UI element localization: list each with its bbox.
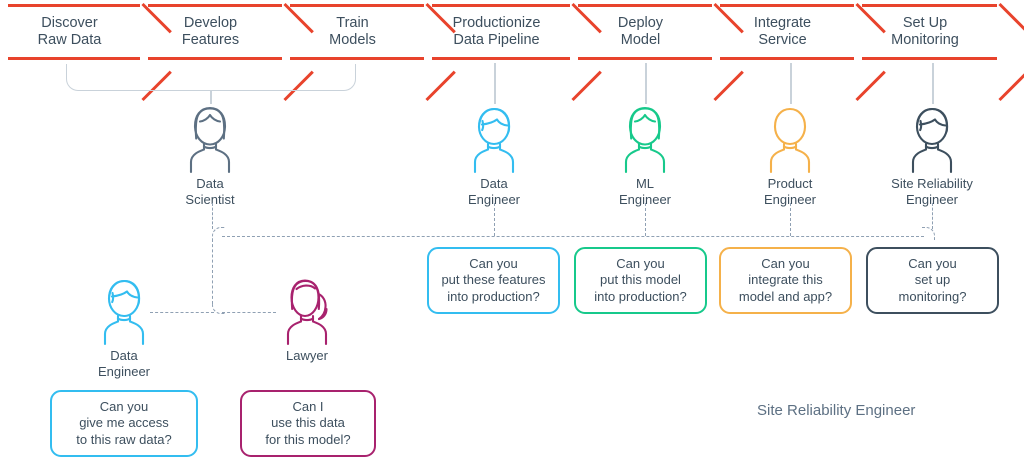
persona-icon-product-engineer xyxy=(742,104,838,174)
pipeline-step-train-models[interactable]: Train Models xyxy=(290,2,456,102)
chevron-top-edge xyxy=(290,4,424,7)
dash-rail-lower-left xyxy=(150,312,214,313)
persona-icon-lawyer xyxy=(259,276,355,346)
persona-icon-data-scientist xyxy=(162,104,258,174)
stem-ml-engineer xyxy=(645,63,647,104)
persona-data-engineer-bottom: Data Engineer xyxy=(76,276,172,379)
chevron-bottom-edge xyxy=(862,57,997,60)
persona-data-engineer-top: Data Engineer xyxy=(446,104,542,207)
pipeline-step-integrate-service[interactable]: Integrate Service xyxy=(720,2,886,102)
persona-product-engineer: Product Engineer xyxy=(742,104,838,207)
dash-leg-data-scientist-upper xyxy=(212,203,213,229)
stem-site-reliability-engineer xyxy=(932,63,934,104)
chevron-bottom-edge xyxy=(148,57,282,60)
bubble-access-raw-data[interactable]: Can you give me access to this raw data? xyxy=(50,390,198,457)
persona-label-ml-engineer: ML Engineer xyxy=(618,176,672,207)
persona-label-data-engineer-bottom: Data Engineer xyxy=(97,348,151,379)
persona-label-data-scientist: Data Scientist xyxy=(185,176,235,207)
persona-lawyer: Lawyer xyxy=(259,276,355,364)
persona-icon-data-engineer-top xyxy=(446,104,542,174)
chevron-top-edge xyxy=(8,4,140,7)
bubble-model-production[interactable]: Can you put this model into production? xyxy=(574,247,707,314)
dash-rail-lower-right xyxy=(222,312,276,313)
persona-label-product-engineer: Product Engineer xyxy=(763,176,817,207)
dash-corner-site-reliability-engineer xyxy=(922,227,935,240)
pipeline-step-label: Develop Features xyxy=(181,15,240,48)
persona-icon-ml-engineer xyxy=(597,104,693,174)
bubble-features-production[interactable]: Can you put these features into producti… xyxy=(427,247,560,314)
chevron-arrow-lower xyxy=(998,70,1024,102)
pipeline-step-label: Integrate Service xyxy=(753,15,812,48)
chevron-bottom-edge xyxy=(8,57,140,60)
chevron-arrow-upper xyxy=(998,2,1024,34)
chevron-top-edge xyxy=(862,4,997,7)
chevron-bottom-edge xyxy=(578,57,712,60)
pipeline-step-label: Discover Raw Data xyxy=(37,15,102,48)
pipeline-step-label: Deploy Model xyxy=(617,15,664,48)
chevron-arrow-lower xyxy=(713,70,744,102)
dash-leg-ml-engineer xyxy=(645,203,646,236)
pipeline-step-label: Train Models xyxy=(329,15,376,48)
dash-leg-data-scientist-lower xyxy=(212,239,213,304)
chevron-arrow-lower xyxy=(571,70,602,102)
dash-leg-product-engineer xyxy=(790,203,791,236)
stem-data-scientist xyxy=(210,90,212,104)
stem-product-engineer xyxy=(790,63,792,104)
dash-corner-lower-branch xyxy=(212,302,225,314)
chevron-arrow-lower xyxy=(855,70,886,102)
bubble-set-up-monitoring[interactable]: Can you set up monitoring? xyxy=(866,247,999,314)
chevron-bottom-edge xyxy=(290,57,424,60)
persona-label-data-engineer-top: Data Engineer xyxy=(467,176,521,207)
site-reliability-engineer-caption: Site Reliability Engineer xyxy=(757,402,916,419)
pipeline-step-label: Productionize Data Pipeline xyxy=(452,15,541,48)
dash-leg-data-engineer xyxy=(494,203,495,236)
pipeline-step-set-up-monitoring[interactable]: Set Up Monitoring xyxy=(862,2,1024,102)
persona-label-site-reliability-engineer: Site Reliability Engineer xyxy=(891,176,973,207)
chevron-bottom-edge xyxy=(720,57,854,60)
stem-data-engineer xyxy=(494,63,496,104)
bubble-use-data-for-model[interactable]: Can I use this data for this model? xyxy=(240,390,376,457)
chevron-bottom-edge xyxy=(432,57,570,60)
bubble-integrate-model-app[interactable]: Can you integrate this model and app? xyxy=(719,247,852,314)
chevron-top-edge xyxy=(578,4,712,7)
persona-ml-engineer: ML Engineer xyxy=(597,104,693,207)
persona-site-reliability-engineer: Site Reliability Engineer xyxy=(884,104,980,207)
persona-label-lawyer: Lawyer xyxy=(286,348,328,363)
dash-rail-main xyxy=(222,236,924,237)
pipeline-step-develop-features[interactable]: Develop Features xyxy=(148,2,314,102)
dash-corner-data-scientist xyxy=(212,227,225,240)
chevron-arrow-lower xyxy=(425,70,456,102)
pipeline-step-deploy-model[interactable]: Deploy Model xyxy=(578,2,744,102)
dash-leg-site-reliability-engineer xyxy=(932,203,933,229)
persona-icon-site-reliability-engineer xyxy=(884,104,980,174)
data-scientist-scope-bracket xyxy=(66,64,356,91)
chevron-top-edge xyxy=(720,4,854,7)
chevron-top-edge xyxy=(148,4,282,7)
pipeline-step-productionize-data-pipeline[interactable]: Productionize Data Pipeline xyxy=(432,2,602,102)
chevron-top-edge xyxy=(432,4,570,7)
persona-data-scientist: Data Scientist xyxy=(162,104,258,207)
pipeline-step-label: Set Up Monitoring xyxy=(891,15,959,48)
persona-icon-data-engineer-bottom xyxy=(76,276,172,346)
pipeline-step-discover-raw-data[interactable]: Discover Raw Data xyxy=(8,2,172,102)
